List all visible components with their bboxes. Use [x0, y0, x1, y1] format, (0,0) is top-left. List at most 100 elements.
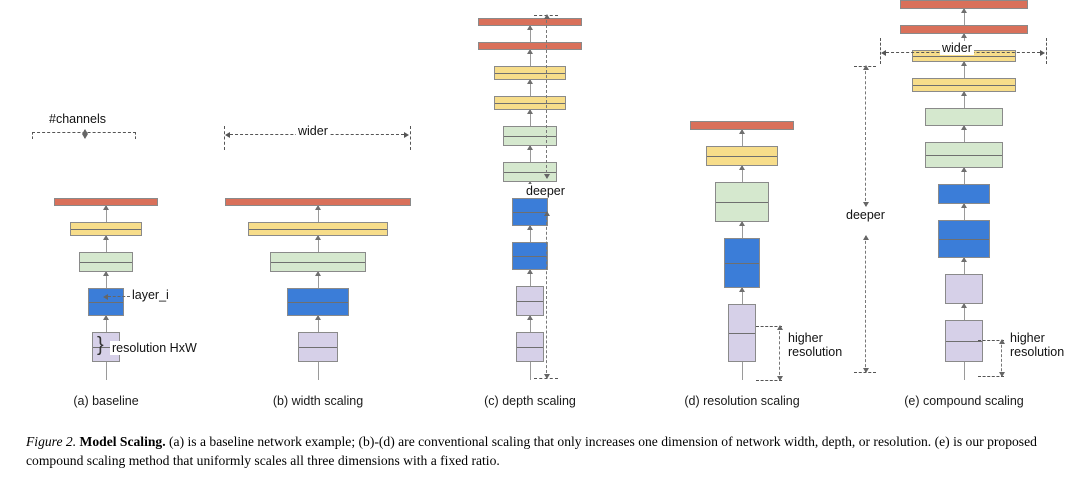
deeper-bracket-upper-c — [544, 14, 550, 179]
layer-block-red — [900, 0, 1028, 9]
connector-arrow — [961, 125, 967, 142]
connector-arrow — [739, 165, 745, 182]
layer-block-purple — [92, 332, 120, 362]
network-stack-c — [478, 18, 582, 380]
network-stack-a — [54, 198, 158, 380]
layer-block-yellow — [248, 222, 388, 236]
connector-arrow — [527, 269, 533, 286]
connector-arrow — [315, 315, 321, 332]
layer-block-red — [900, 25, 1028, 34]
connector-arrow — [739, 287, 745, 304]
connector-arrow — [527, 49, 533, 66]
panel-a-label: (a) baseline — [73, 394, 139, 408]
wider-tick-right-e — [1046, 38, 1048, 64]
layer-block-red — [478, 42, 582, 50]
panel-c-depth-scaling: deeper (c) depth scaling — [424, 0, 636, 420]
caption-title: Model Scaling. — [79, 434, 166, 449]
panel-a-baseline: #channels layer_i } resolution HxW (a) b… — [0, 0, 212, 420]
panel-e-label: (e) compound scaling — [904, 394, 1024, 408]
network-stack-d — [690, 121, 794, 380]
layer-block-yellow — [70, 222, 142, 236]
connector-arrow — [527, 145, 533, 162]
layer-block-green — [925, 142, 1003, 168]
layer-block-blue — [724, 238, 760, 288]
connector-arrow — [315, 271, 321, 288]
layer-block-blue — [287, 288, 349, 316]
wider-tick-left-b — [224, 126, 226, 150]
connector-arrow — [739, 221, 745, 238]
panel-d-resolution-scaling: higher resolution (d) resolution scaling — [636, 0, 848, 420]
connector-arrow — [103, 315, 109, 332]
higher-res-cap-top-e — [978, 340, 1004, 341]
deeper-bracket-lower-e — [863, 235, 869, 373]
layer-block-yellow — [494, 96, 566, 110]
channels-tick — [82, 129, 88, 139]
layer-block-blue — [88, 288, 124, 316]
connector-arrow — [527, 225, 533, 242]
higher-res-line2: resolution — [788, 345, 843, 359]
panel-b-width-scaling: wider (b) width scaling — [212, 0, 424, 420]
connector-arrow — [103, 235, 109, 252]
layer-block-yellow — [706, 146, 778, 166]
higher-res-line2-e: resolution — [1010, 345, 1065, 359]
panel-c-label: (c) depth scaling — [484, 394, 576, 408]
wider-tick-right-b — [410, 126, 412, 150]
layer-i-leader — [103, 293, 130, 300]
layer-block-purple — [298, 332, 338, 362]
layer-block-green — [79, 252, 133, 272]
higher-res-bracket-d — [777, 325, 783, 381]
connector-arrow — [527, 109, 533, 126]
connector-arrow — [961, 61, 967, 78]
higher-res-label-e: higher resolution — [1008, 331, 1067, 359]
input-tail — [963, 362, 965, 380]
deeper-label-e: deeper — [844, 208, 887, 222]
layer-block-red — [54, 198, 158, 206]
resolution-brace: } — [97, 334, 104, 356]
figure-caption: Figure 2. Model Scaling. (a) is a baseli… — [26, 434, 1037, 468]
connector-arrow — [961, 167, 967, 184]
connector-arrow — [527, 79, 533, 96]
input-tail — [105, 362, 107, 380]
connector-arrow — [315, 205, 321, 222]
layer-block-green — [503, 126, 557, 146]
connector-arrow — [103, 205, 109, 222]
wider-label-e: wider — [940, 41, 974, 55]
layer-block-red — [225, 198, 411, 206]
layer-block-purple — [516, 286, 544, 316]
deeper-label-c: deeper — [524, 184, 567, 198]
caption-body-2: width, depth, or resolution. (e) is our … — [26, 434, 1037, 468]
caption-body-1: (a) is a baseline network example; (b)-(… — [169, 434, 781, 449]
connector-arrow — [961, 303, 967, 320]
layer-block-blue — [938, 220, 990, 258]
input-tail — [741, 362, 743, 380]
resolution-label: resolution HxW — [110, 341, 199, 355]
higher-res-cap-bottom-d — [756, 380, 782, 381]
higher-res-bracket-e — [999, 339, 1005, 377]
layer-block-purple — [945, 320, 983, 362]
panel-b-label: (b) width scaling — [272, 394, 364, 408]
layer-block-green — [715, 182, 769, 222]
connector-arrow — [739, 129, 745, 146]
connector-arrow — [315, 235, 321, 252]
input-tail — [317, 362, 319, 380]
layer-block-yellow — [494, 66, 566, 80]
connector-arrow — [961, 203, 967, 220]
connector-arrow — [103, 271, 109, 288]
figure-model-scaling: #channels layer_i } resolution HxW (a) b… — [0, 0, 1080, 420]
panel-d-label: (d) resolution scaling — [684, 394, 800, 408]
deeper-bracket-upper-e — [863, 65, 869, 207]
layer-block-red — [690, 121, 794, 130]
layer-block-purple — [516, 332, 544, 362]
layer-block-green — [925, 108, 1003, 126]
channels-label: #channels — [47, 112, 108, 126]
higher-res-cap-top-d — [756, 326, 782, 327]
layer-block-yellow — [912, 78, 1016, 92]
connector-arrow — [961, 8, 967, 25]
deeper-bracket-lower-c — [544, 211, 550, 379]
higher-res-cap-bottom-e — [978, 376, 1004, 377]
connector-arrow — [527, 315, 533, 332]
layer-block-purple — [945, 274, 983, 304]
higher-res-line1-e: higher — [1010, 331, 1045, 345]
layer-block-red — [478, 18, 582, 26]
panel-e-compound-scaling: wider deeper higher resolution (e) compo… — [844, 0, 1080, 420]
